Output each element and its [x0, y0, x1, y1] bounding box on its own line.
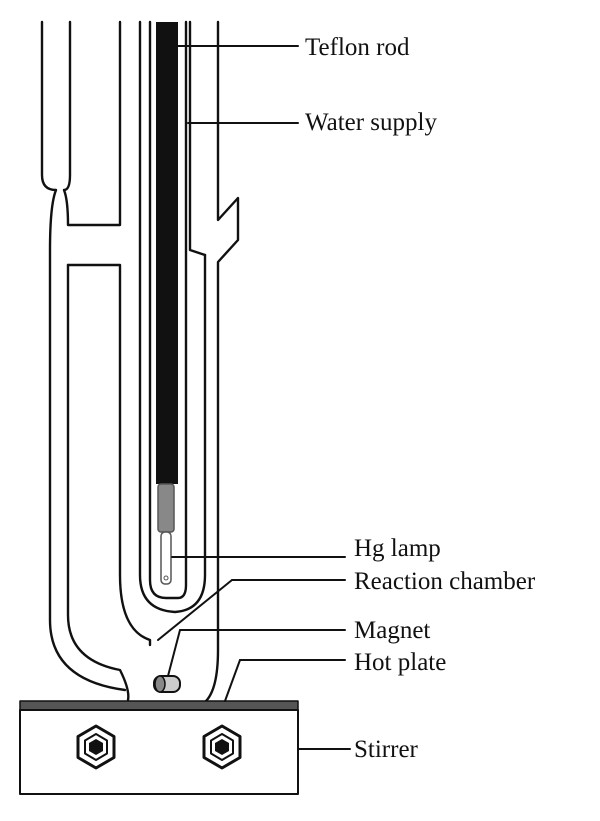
stirrer-knob-left: [76, 724, 116, 770]
outer-vessel-right-wall: [203, 20, 240, 704]
water-tube-left: [148, 20, 188, 600]
lamp-tip: [163, 575, 169, 581]
label-magnet: Magnet: [354, 617, 430, 644]
stirrer-box: [19, 709, 299, 795]
magnet-end: [154, 675, 166, 693]
lamp-holder: [157, 483, 175, 533]
leader-hot-plate: [224, 659, 241, 702]
label-hg-lamp: Hg lamp: [354, 535, 441, 562]
outer-vessel-left-wall: [40, 20, 127, 692]
outer-vessel: [40, 20, 240, 704]
hg-lamp: [157, 483, 175, 585]
lamp-tube: [160, 531, 172, 585]
label-teflon-rod: Teflon rod: [305, 34, 410, 61]
teflon-rod: [156, 22, 178, 484]
jacket-left-wall: [62, 20, 122, 227]
leader-lines: [157, 45, 351, 750]
jacket-upper-left-inner: [138, 20, 207, 614]
cooling-jacket: [62, 20, 207, 702]
leader-reaction-chamber: [157, 579, 233, 641]
label-stirrer: Stirrer: [354, 736, 419, 763]
label-water-supply: Water supply: [305, 109, 437, 136]
jacket-lower-left-chamber: [66, 263, 152, 647]
magnet: [153, 675, 181, 693]
label-reaction-chamber: Reaction chamber: [354, 568, 536, 595]
labels: Teflon rod Water supply Hg lamp Reaction…: [305, 34, 536, 763]
jacket-right-inner: [188, 20, 207, 257]
leader-magnet: [167, 629, 181, 677]
hot-plate: [19, 700, 299, 711]
stirrer: [19, 709, 299, 795]
stirrer-knob-right: [202, 724, 242, 770]
water-supply-tube: [148, 20, 188, 600]
label-hot-plate: Hot plate: [354, 649, 446, 676]
jacket-lower-left-outer: [66, 263, 130, 702]
